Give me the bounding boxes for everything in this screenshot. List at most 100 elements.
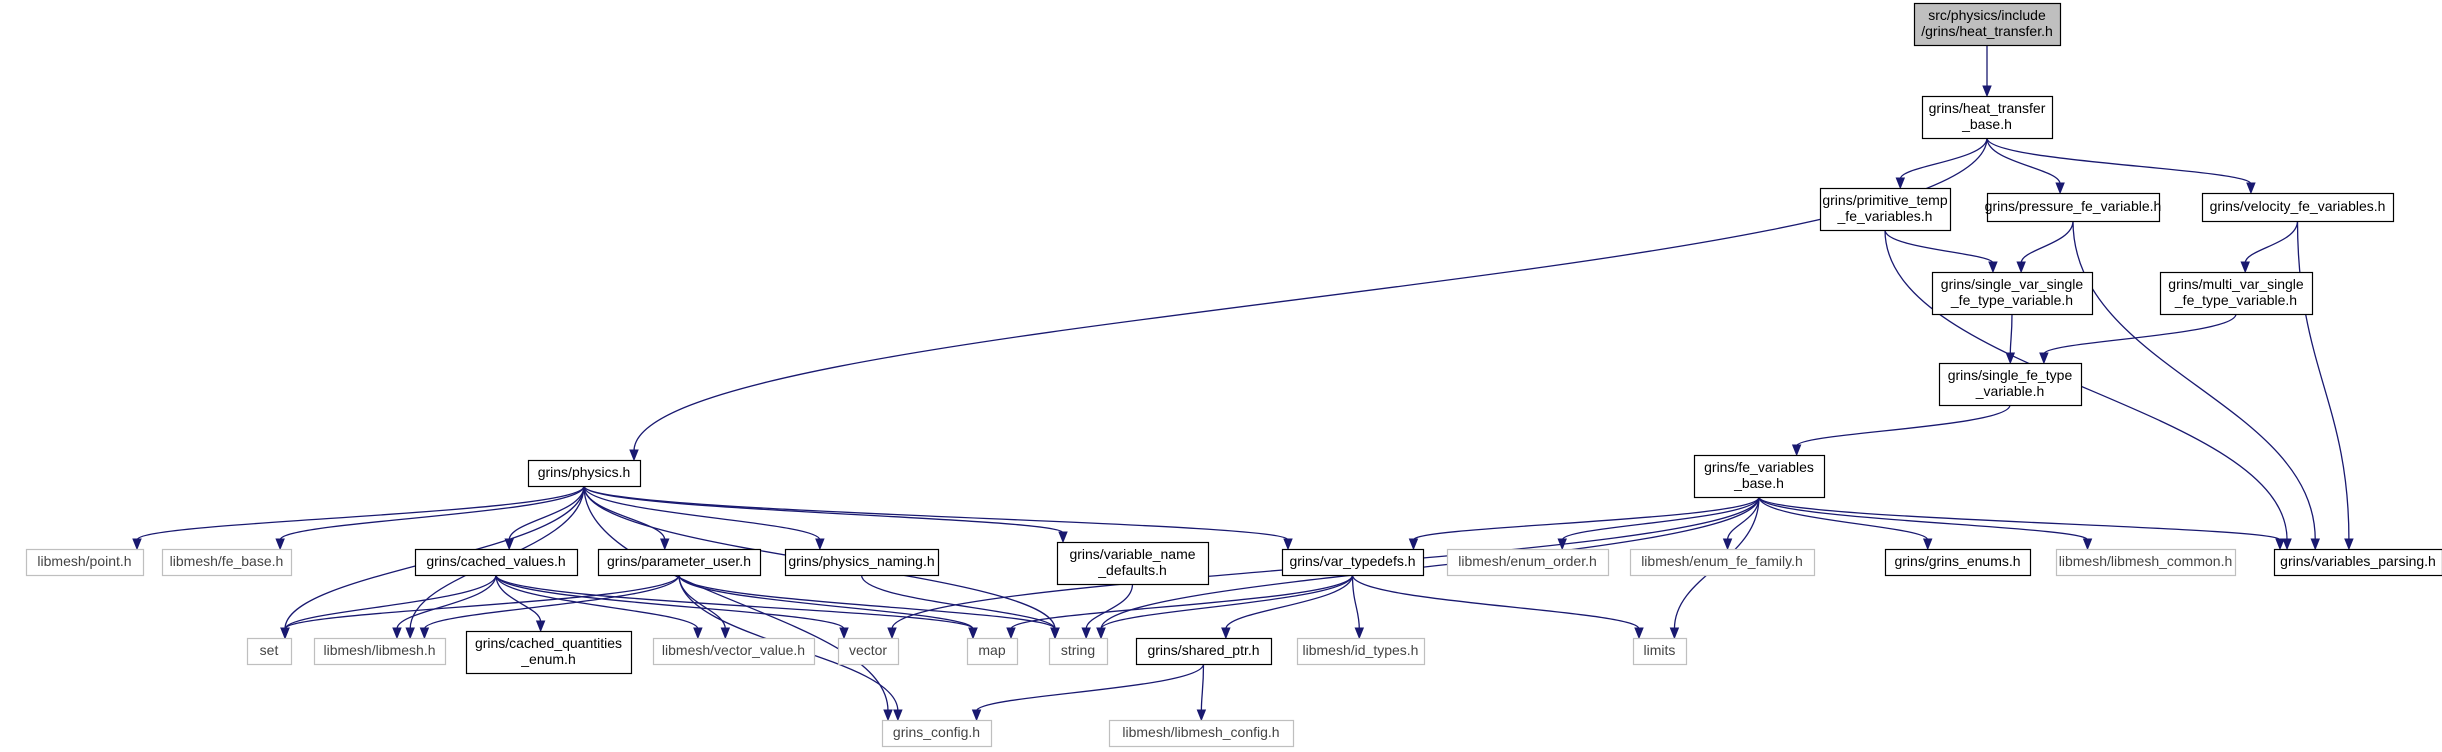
node-label: grins/variables_parsing.h <box>2280 553 2436 569</box>
node-box <box>313 637 447 666</box>
node-pressure-fe[interactable]: grins/pressure_fe_variable.h <box>1985 192 2162 223</box>
edge-line <box>284 574 497 630</box>
node-cached-quantities[interactable]: grins/cached_quantities_enum.h <box>465 630 633 675</box>
node-parameter-user[interactable]: grins/parameter_user.h <box>597 548 762 577</box>
edge-arrowhead <box>839 627 849 640</box>
node-box <box>1819 187 1952 232</box>
node-fe-variables-base[interactable]: grins/fe_variables_base.h <box>1693 454 1826 499</box>
edge-line <box>2072 220 2316 541</box>
node-label: _defaults.h <box>1097 562 1167 578</box>
edge-arrowhead <box>392 627 402 640</box>
node-physics-h[interactable]: grins/physics.h <box>527 459 642 488</box>
edge-arrowhead <box>2275 538 2285 551</box>
edge-primitive-temp-to-single-var-single <box>1884 229 1998 274</box>
edge-arrowhead <box>2246 182 2256 195</box>
edge-velocity-fe-to-multi-var-single <box>2240 220 2299 274</box>
node-label: libmesh/enum_order.h <box>1458 553 1597 569</box>
edge-single-fe-type-to-fe-variables-base <box>1791 404 2011 457</box>
edge-arrowhead <box>1196 709 1207 722</box>
edge-line <box>1884 229 1994 264</box>
edge-heat-transfer-h-to-heat-transfer-base <box>1982 44 1992 98</box>
node-label: grins/multi_var_single <box>2168 276 2304 292</box>
edge-arrowhead <box>504 538 514 551</box>
edge-line <box>1351 574 1640 630</box>
edge-line <box>2009 313 2013 355</box>
edge-shared-ptr-to-grins-config <box>971 663 1205 722</box>
edge-physics-h-to-physics-naming <box>583 485 825 551</box>
edge-arrowhead <box>971 709 982 722</box>
node-label: libmesh/id_types.h <box>1303 642 1419 658</box>
node-label: grins/variable_name <box>1069 546 1195 562</box>
node-label: _fe_type_variable.h <box>2174 292 2297 308</box>
node-grins-enums[interactable]: grins/grins_enums.h <box>1884 548 2032 577</box>
node-physics-naming[interactable]: grins/physics_naming.h <box>784 548 940 577</box>
edge-arrowhead <box>720 627 731 640</box>
node-box <box>1632 637 1688 666</box>
edge-arrowhead <box>1557 538 1567 551</box>
node-label: libmesh/fe_base.h <box>170 553 284 569</box>
edge-arrowhead <box>893 709 903 722</box>
edge-arrowhead <box>535 620 546 633</box>
edge-cached-values-to-libmesh-h <box>392 574 497 640</box>
edge-arrowhead <box>968 627 978 640</box>
node-box <box>1135 637 1273 666</box>
edge-physics-h-to-point-h <box>132 485 585 551</box>
edge-arrowhead <box>2344 538 2354 551</box>
node-box <box>1048 637 1109 666</box>
node-box <box>1281 548 1425 577</box>
node-cached-values[interactable]: grins/cached_values.h <box>414 548 579 577</box>
node-fe-base-h: libmesh/fe_base.h <box>161 548 293 577</box>
edge-line <box>1412 496 1760 541</box>
edge-fe-variables-base-to-grins-enums <box>1758 496 1933 551</box>
edge-physics-naming-to-string <box>860 574 1060 640</box>
node-single-fe-type[interactable]: grins/single_fe_type_variable.h <box>1938 362 2083 407</box>
node-box <box>1108 719 1295 748</box>
node-label: grins/pressure_fe_variable.h <box>1985 198 2162 214</box>
node-heat-transfer-base[interactable]: grins/heat_transfer_base.h <box>1921 95 2054 140</box>
node-box <box>1446 548 1610 577</box>
node-heat-transfer-h[interactable]: src/physics/include/grins/heat_transfer.… <box>1913 2 2062 47</box>
node-box <box>1913 2 2062 47</box>
node-layer: src/physics/include/grins/heat_transfer.… <box>25 2 2442 748</box>
node-primitive-temp[interactable]: grins/primitive_temp_fe_variables.h <box>1819 187 1952 232</box>
edge-var-typedefs-to-id-types <box>1351 574 1365 640</box>
edge-arrowhead <box>887 627 897 640</box>
node-label: libmesh/point.h <box>37 553 131 569</box>
node-box <box>1884 548 2032 577</box>
node-label: _fe_type_variable.h <box>1950 292 2073 308</box>
edge-line <box>495 574 699 630</box>
edge-physics-h-to-cached-values <box>504 485 585 551</box>
edge-line <box>2020 220 2074 264</box>
node-label: _base.h <box>1961 116 2012 132</box>
node-velocity-fe[interactable]: grins/velocity_fe_variables.h <box>2201 192 2395 223</box>
node-shared-ptr[interactable]: grins/shared_ptr.h <box>1135 637 1273 666</box>
node-enum-order: libmesh/enum_order.h <box>1446 548 1610 577</box>
edge-line <box>495 574 845 630</box>
node-libmesh-common: libmesh/libmesh_common.h <box>2055 548 2237 577</box>
edge-line <box>583 485 1289 541</box>
node-var-typedefs[interactable]: grins/var_typedefs.h <box>1281 548 1425 577</box>
node-box <box>966 637 1019 666</box>
node-label: string <box>1061 642 1095 658</box>
node-label: grins/velocity_fe_variables.h <box>2210 198 2386 214</box>
node-multi-var-single[interactable]: grins/multi_var_single_fe_type_variable.… <box>2159 271 2314 316</box>
node-variable-name[interactable]: grins/variable_name_defaults.h <box>1056 541 1210 586</box>
edge-arrowhead <box>1081 627 1091 640</box>
edge-physics-h-to-variable-name <box>583 485 1068 544</box>
edge-arrowhead <box>1634 627 1644 640</box>
edge-line <box>678 574 974 630</box>
edge-arrowhead <box>1058 531 1068 544</box>
node-label: libmesh/libmesh.h <box>323 642 435 658</box>
edge-line <box>1758 496 2281 541</box>
edge-line <box>2244 220 2299 264</box>
edge-arrowhead <box>405 627 415 640</box>
node-label: libmesh/enum_fe_family.h <box>1641 553 1803 569</box>
node-variables-parsing[interactable]: grins/variables_parsing.h <box>2273 548 2442 577</box>
edge-shared-ptr-to-libmesh-config <box>1196 663 1207 722</box>
node-set: set <box>246 637 293 666</box>
node-map: map <box>966 637 1019 666</box>
node-box <box>1931 271 2094 316</box>
edge-arrowhead <box>1354 627 1365 640</box>
node-label: grins/physics_naming.h <box>788 553 934 569</box>
node-single-var-single[interactable]: grins/single_var_single_fe_type_variable… <box>1931 271 2094 316</box>
